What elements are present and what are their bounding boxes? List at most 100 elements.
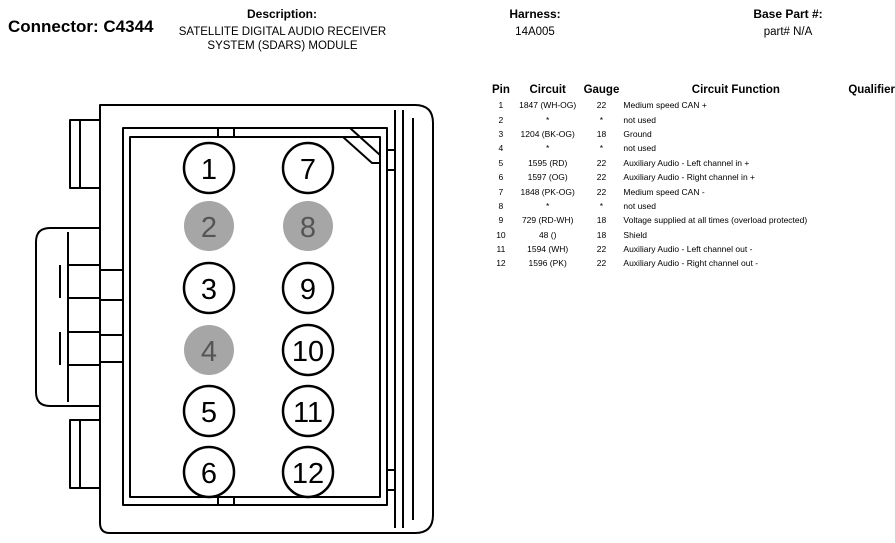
col-circuit: Circuit bbox=[529, 84, 566, 96]
gauge-cell: 22 bbox=[596, 157, 607, 168]
pin-circle bbox=[283, 201, 333, 251]
qualifier-cell bbox=[848, 228, 895, 242]
circuit-cell: * bbox=[546, 114, 550, 125]
latch-top bbox=[69, 119, 100, 189]
pin-cell: 12 bbox=[496, 258, 506, 269]
circuit-cell: 1596 (PK) bbox=[528, 258, 567, 269]
circuit-cell: 1597 (OG) bbox=[527, 172, 568, 183]
qualifier-cell bbox=[848, 170, 895, 184]
harness-value: 14A005 bbox=[515, 26, 555, 38]
pin-label: 9 bbox=[300, 274, 316, 306]
pin-cell: 9 bbox=[498, 215, 504, 226]
qualifier-cell bbox=[848, 141, 895, 155]
circuit-cell: 1595 (RD) bbox=[528, 157, 568, 168]
pin-label: 3 bbox=[201, 274, 217, 306]
base-part-value: part# N/A bbox=[763, 26, 813, 38]
pin-circle bbox=[281, 323, 335, 377]
function-cell: Ground bbox=[623, 128, 652, 139]
gauge-cell: 18 bbox=[596, 128, 607, 139]
pin-label: 8 bbox=[300, 212, 316, 244]
housing-inner bbox=[122, 127, 388, 506]
pin-5: 5 bbox=[182, 384, 236, 438]
pin-circle bbox=[182, 261, 236, 315]
pin-12: 12 bbox=[281, 445, 335, 499]
pin-cell: 1 bbox=[498, 100, 504, 111]
pin-circle bbox=[184, 325, 234, 375]
circuit-cell: 729 (RD-WH) bbox=[521, 215, 574, 226]
pin-3: 3 bbox=[182, 261, 236, 315]
qualifier-cell bbox=[848, 242, 895, 256]
pin-cell: 6 bbox=[498, 172, 504, 183]
gauge-cell: * bbox=[599, 143, 604, 154]
pin-cell: 5 bbox=[498, 157, 504, 168]
qualifier-cell bbox=[848, 256, 895, 270]
col-pin: Pin bbox=[491, 84, 510, 96]
table-row: 2 * * not used bbox=[486, 112, 895, 126]
circuit-cell: 1204 (BK-OG) bbox=[520, 128, 575, 139]
function-cell: not used bbox=[623, 114, 657, 125]
pin-1: 1 bbox=[182, 141, 236, 195]
pin-circle bbox=[281, 261, 335, 315]
pin-label: 4 bbox=[201, 336, 217, 368]
pin-circle bbox=[281, 141, 335, 195]
table-row: 8 * * not used bbox=[486, 199, 895, 213]
pin-2: 2 bbox=[184, 201, 234, 251]
pin-circle bbox=[281, 445, 335, 499]
gauge-cell: 18 bbox=[596, 215, 607, 226]
pin-circle bbox=[182, 384, 236, 438]
pin-circle bbox=[281, 384, 335, 438]
pin-6: 6 bbox=[182, 445, 236, 499]
pin-cell: 3 bbox=[498, 128, 504, 139]
pin-circle bbox=[184, 201, 234, 251]
function-cell: Auxiliary Audio - Left channel out - bbox=[623, 244, 753, 255]
pin-8: 8 bbox=[283, 201, 333, 251]
pin-label: 1 bbox=[201, 154, 217, 186]
gauge-cell: * bbox=[599, 200, 604, 211]
function-cell: Medium speed CAN - bbox=[623, 186, 705, 197]
circuit-cell: * bbox=[546, 143, 550, 154]
circuit-cell: * bbox=[546, 200, 550, 211]
pin-circle bbox=[182, 445, 236, 499]
gauge-cell: * bbox=[599, 114, 604, 125]
qualifier-cell bbox=[848, 213, 895, 227]
pin-4: 4 bbox=[184, 325, 234, 375]
pin-cell: 8 bbox=[498, 200, 504, 211]
pin-label: 6 bbox=[201, 458, 217, 490]
gauge-cell: 22 bbox=[596, 244, 607, 255]
housing-outer bbox=[99, 104, 434, 534]
bottom-notch bbox=[217, 497, 235, 505]
function-cell: Medium speed CAN + bbox=[623, 100, 707, 111]
description-value: SATELLITE DIGITAL AUDIO RECEIVER SYSTEM … bbox=[150, 25, 415, 53]
gauge-cell: 22 bbox=[596, 172, 607, 183]
function-cell: Auxiliary Audio - Right channel in + bbox=[623, 172, 755, 183]
pin-7: 7 bbox=[281, 141, 335, 195]
pin-cell: 11 bbox=[496, 244, 506, 255]
pin-label: 11 bbox=[293, 397, 323, 429]
table-row: 6 1597 (OG) 22 Auxiliary Audio - Right chan… bbox=[486, 170, 895, 184]
description-label: Description: bbox=[246, 7, 317, 21]
latch-bottom bbox=[69, 419, 100, 489]
circuit-cell: 1848 (PK-OG) bbox=[520, 186, 575, 197]
connector-title: Connector: C4344 bbox=[8, 17, 154, 36]
gauge-cell: 22 bbox=[596, 186, 607, 197]
qualifier-cell bbox=[848, 112, 895, 126]
pin-11: 11 bbox=[281, 384, 335, 438]
gauge-cell: 22 bbox=[596, 100, 607, 111]
table-row: 1 1847 (WH-OG) 22 Medium speed CAN + bbox=[486, 98, 895, 112]
pin-cell: 4 bbox=[498, 143, 504, 154]
circuit-cell: 1594 (WH) bbox=[527, 244, 569, 255]
circuit-cell: 48 () bbox=[538, 229, 557, 240]
side-lock bbox=[35, 227, 100, 407]
function-cell: Voltage supplied at all times (overload … bbox=[623, 215, 808, 226]
pin-label: 7 bbox=[300, 154, 316, 186]
pin-label: 12 bbox=[292, 458, 324, 490]
function-cell: not used bbox=[623, 200, 657, 211]
pin-cell: 2 bbox=[498, 114, 504, 125]
description-line-2: SYSTEM (SDARS) MODULE bbox=[207, 40, 358, 52]
circuit-cell: 1847 (WH-OG) bbox=[519, 100, 577, 111]
